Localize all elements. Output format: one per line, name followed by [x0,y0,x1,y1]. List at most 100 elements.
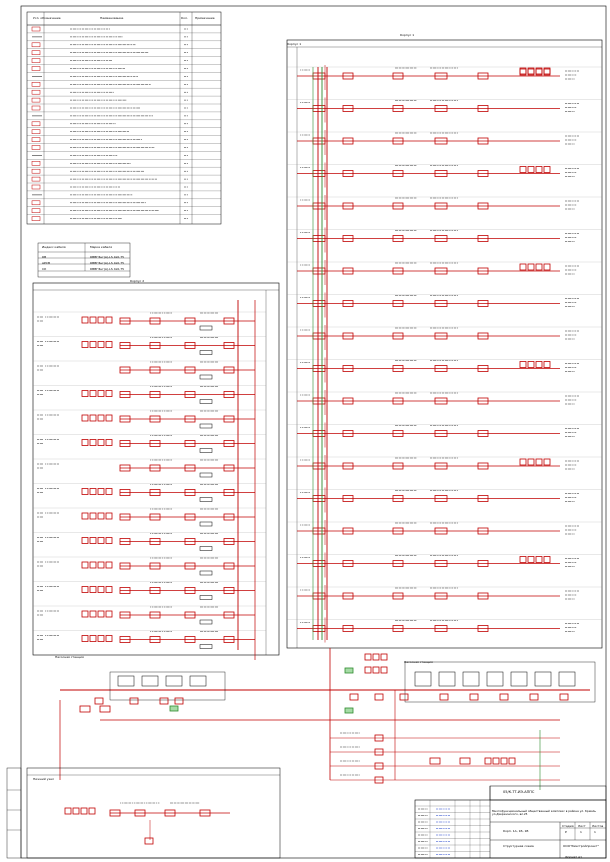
device-box [89,439,97,446]
device-box [105,537,113,544]
device-box [105,390,113,397]
pump-panel [510,671,528,687]
node-box [129,697,139,705]
device-box [364,653,372,661]
device-box [105,316,113,324]
pump-panel [189,675,207,687]
device-box [527,361,535,368]
legend-header-qty: Кол. [181,16,188,20]
label-box [199,644,213,649]
node-box [349,693,359,701]
device-box [81,414,89,422]
legend-symbol [31,26,41,32]
bottom-block [6,648,596,859]
label-box [199,619,213,625]
device-box [543,67,551,75]
label-box [199,423,213,429]
device-box [80,807,88,815]
pump-panel [117,675,135,687]
legend-symbol [31,200,41,206]
title-stage: Р [565,830,567,834]
title-project: Многофункциональный общественный комплек… [492,809,596,816]
device-box [97,488,105,495]
device-box [543,263,551,271]
device-box [519,458,527,466]
device-box [81,488,89,495]
device-box [97,316,105,324]
node-box [94,697,104,705]
right-block-frame [286,39,603,649]
title-label-sheet: Лист [578,824,586,828]
device-box [484,757,492,765]
cable-table [37,242,131,278]
legend-symbol [31,129,41,134]
device-box [89,488,97,495]
device-box [97,414,105,422]
device-box [527,166,535,173]
device-box [89,586,97,593]
label-box [199,546,213,551]
label-box [199,350,213,355]
device-box [81,561,89,569]
title-org: ООО"Ремстройпроект" [563,844,599,848]
node-box [559,693,569,701]
device-box [527,458,535,466]
device-box [519,361,527,368]
cable-row-index: КВ [42,255,47,259]
green-device [344,667,354,674]
cable-row-mark: КВВГЭнг(А)-LS 4х0,75 [90,255,125,259]
title-format: Формат А1 [565,855,583,859]
device-box [97,635,105,642]
label-box [199,325,213,331]
legend-symbol [31,208,41,213]
device-box [97,439,105,446]
label-box [199,399,213,404]
device-box [105,561,113,569]
legend-header-symbol: Усл. обозначение [33,16,61,20]
bottom-right-title: Насосная станция [404,660,433,664]
pump-panel [558,671,576,687]
legend-symbol [31,176,41,182]
pump-panel [438,671,456,687]
legend-frame [26,11,222,225]
title-sheets: 1 [594,830,596,834]
cable-frame [37,242,131,278]
left-block-title: Корпус 2 [130,279,145,283]
device-box [89,316,97,324]
device-box [81,341,89,348]
device-box [105,341,113,348]
legend-symbol [31,161,41,166]
device-box [105,586,113,593]
left-block-frame [32,282,280,656]
device-box [519,67,527,75]
legend-symbol [31,184,41,190]
label-box [199,595,213,600]
pump-panel [462,671,480,687]
device-box [97,512,105,520]
device-box [97,390,105,397]
device-box [543,166,551,173]
legend-header-name: Наименование [100,16,124,20]
device-box [372,666,380,674]
device-box [527,67,535,75]
pump-station-right [404,661,596,703]
device-box [527,556,535,563]
device-box [492,757,500,765]
title-block [414,785,607,859]
node-box [499,693,509,701]
legend-symbol [31,121,41,127]
device-box [105,439,113,446]
label-box [199,374,213,380]
title-sheet: 1 [580,830,582,834]
device-box [105,610,113,618]
node-box [79,705,91,713]
title-label-sheets: Листов [592,824,604,828]
pump-panel [165,675,183,687]
legend-symbol [31,137,41,142]
device-box [535,556,543,563]
sheet-frame [20,5,607,859]
node-box [374,693,384,701]
device-box [535,67,543,75]
cable-row-mark: КВВГЭнг(А)-LS 4х0,75 [90,261,125,265]
